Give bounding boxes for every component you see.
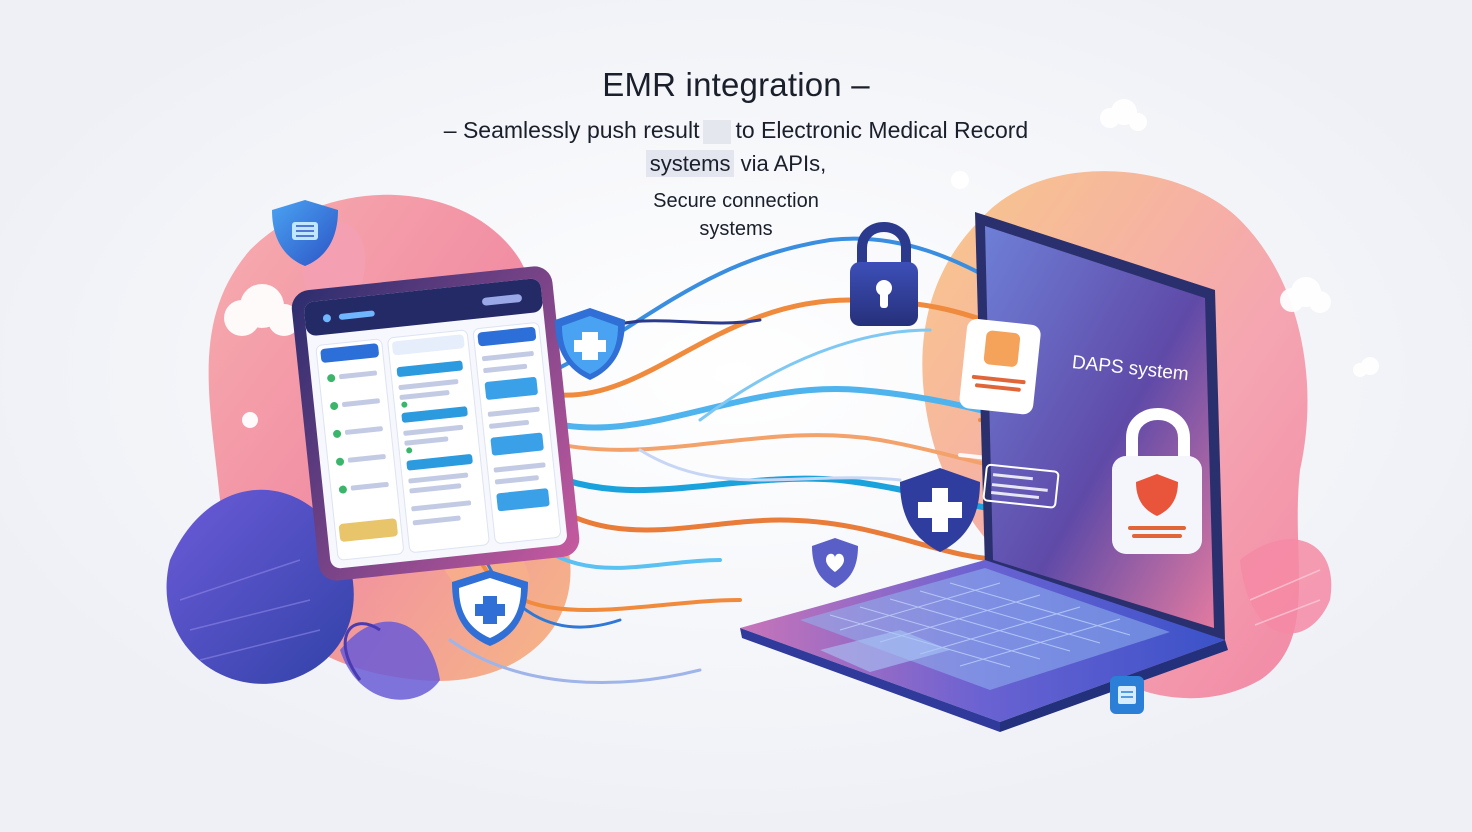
- subtitle-line-4: systems: [699, 218, 773, 240]
- tag-icon: [1110, 676, 1144, 714]
- subtitle-line-3: Secure connection: [653, 190, 819, 212]
- padlock-icon: [850, 222, 918, 326]
- subtitle-line-1-suffix: to Electronic Medical Record: [735, 117, 1029, 143]
- shield-plus-icon: [452, 570, 528, 646]
- shield-chip-icon: [272, 200, 338, 266]
- text-gap-placeholder: [703, 119, 732, 144]
- shield-plus-icon: [900, 468, 980, 552]
- subtitle-line-1: – Seamlessly push result to Electronic Me…: [0, 117, 1472, 144]
- subtitle-line-1-prefix: – Seamlessly push result: [443, 117, 700, 143]
- shield-heart-icon: [812, 538, 858, 588]
- padlock-icon: [1112, 408, 1202, 554]
- subtitle-line-2: systems via APIs,: [0, 150, 1472, 177]
- shield-plus-icon: [555, 308, 625, 380]
- subtitle-line-2-suffix: via APIs,: [740, 151, 827, 176]
- page-title: EMR integration –: [602, 66, 870, 103]
- subtitle-line-2-highlight: systems: [645, 150, 735, 177]
